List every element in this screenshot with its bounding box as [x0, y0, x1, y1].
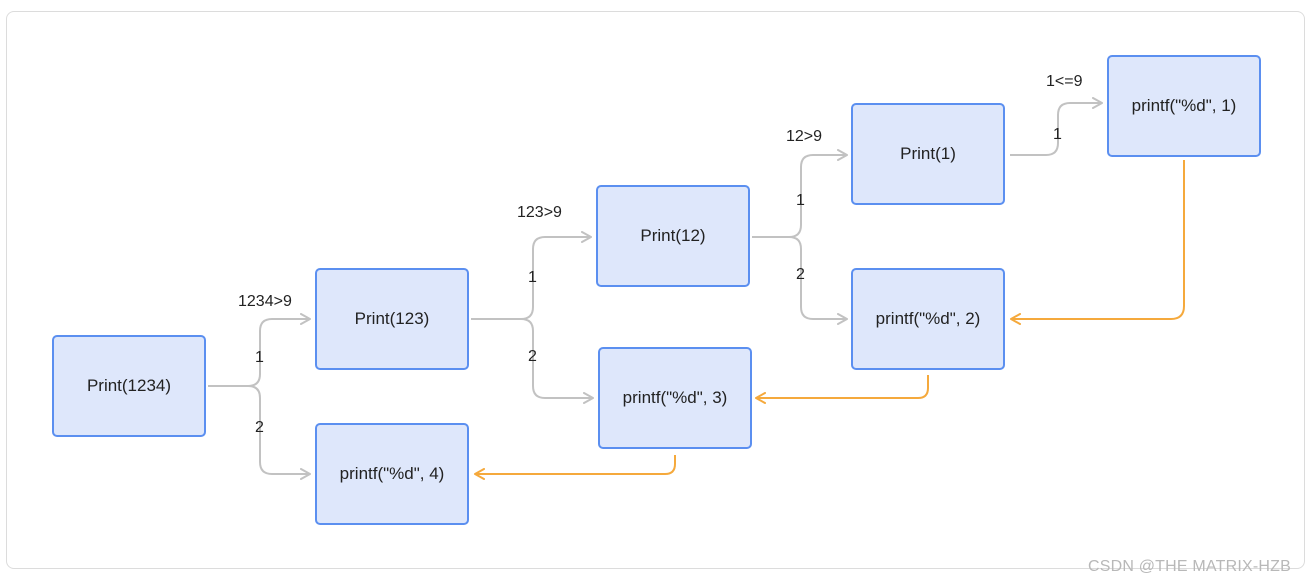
node-printf-2: printf("%d", 2) — [851, 268, 1005, 370]
node-label: Print(1) — [900, 144, 956, 163]
watermark: CSDN @THE MATRIX-HZB — [1087, 558, 1291, 575]
node-print-12: Print(12) — [596, 185, 750, 287]
node-print-123: Print(123) — [315, 268, 469, 370]
call-arrow-1234-to-123 — [208, 313, 311, 387]
return-arrow-printf1-to-printf2 — [1010, 160, 1185, 325]
return-arrow-printf2-to-printf3 — [755, 375, 929, 404]
node-printf-3: printf("%d", 3) — [598, 347, 752, 449]
step-label-c2: 2 — [796, 266, 805, 283]
step-label-a2: 2 — [255, 419, 264, 436]
step-label-c1: 1 — [796, 192, 805, 209]
node-print-1: Print(1) — [851, 103, 1005, 205]
call-arrow-1-to-printf1 — [1010, 97, 1103, 156]
step-label-d1: 1 — [1053, 126, 1062, 143]
step-label-a1: 1 — [255, 349, 264, 366]
condition-1-le-9: 1<=9 — [1046, 73, 1083, 90]
condition-12-gt-9: 12>9 — [786, 128, 823, 145]
node-label: printf("%d", 2) — [875, 309, 981, 328]
node-print-1234: Print(1234) — [52, 335, 206, 437]
node-label: printf("%d", 4) — [339, 464, 445, 483]
node-printf-4: printf("%d", 4) — [315, 423, 469, 525]
return-arrow-printf3-to-printf4 — [474, 455, 676, 480]
call-arrow-123-to-12 — [471, 231, 592, 320]
node-label: Print(1234) — [86, 376, 172, 395]
call-arrow-12-to-1 — [752, 149, 848, 238]
step-label-b2: 2 — [528, 348, 537, 365]
condition-1234-gt-9: 1234>9 — [238, 293, 292, 310]
call-arrow-12-to-printf2 — [788, 236, 848, 325]
condition-123-gt-9: 123>9 — [517, 204, 562, 221]
node-label: printf("%d", 1) — [1131, 96, 1237, 115]
node-label: Print(123) — [354, 309, 430, 328]
node-label: printf("%d", 3) — [622, 388, 728, 407]
call-arrow-1234-to-printf4 — [247, 385, 311, 480]
node-label: Print(12) — [640, 226, 706, 245]
step-label-b1: 1 — [528, 269, 537, 286]
call-arrow-123-to-printf3 — [520, 318, 594, 404]
node-printf-1: printf("%d", 1) — [1107, 55, 1261, 157]
